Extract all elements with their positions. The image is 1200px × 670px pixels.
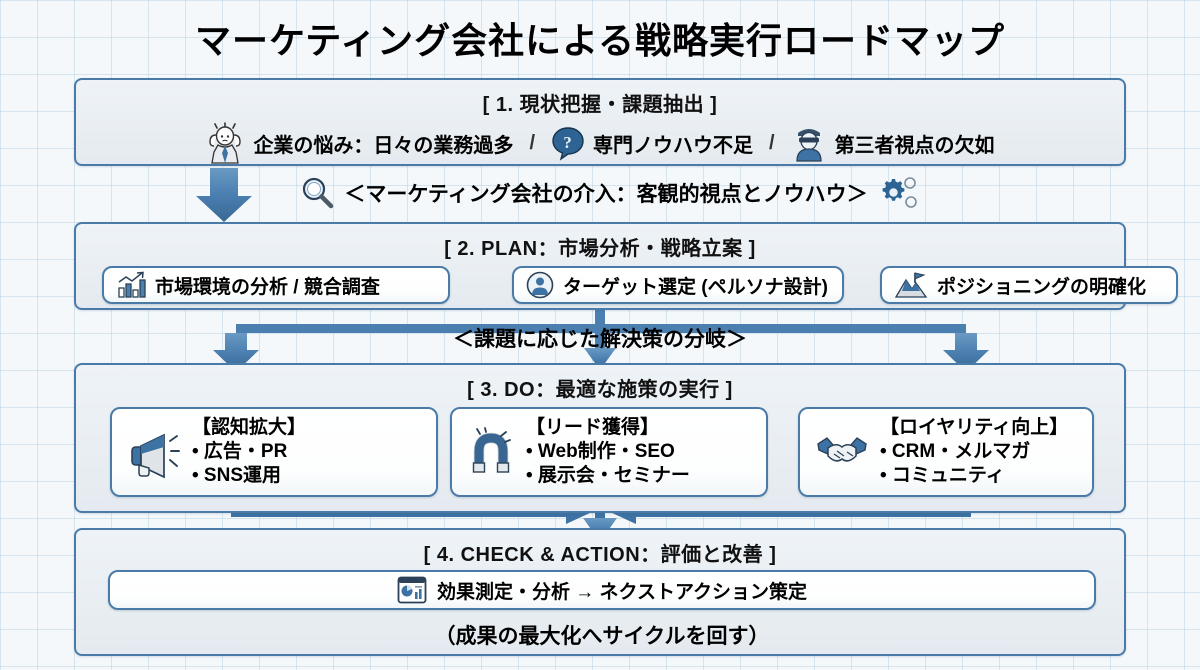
do-card-0-item-1: • SNS運用 (192, 465, 281, 487)
plan-card-target-selection[interactable]: ターゲット選定 (ペルソナ設計) (512, 266, 844, 304)
do-card-lead-generation[interactable]: 【リード獲得】 • Web制作・SEO • 展示会・セミナー (450, 407, 768, 497)
user-target-icon (526, 271, 554, 299)
svg-text:?: ? (563, 133, 572, 152)
page-title: マーケティング会社による戦略実行ロードマップ (194, 20, 1006, 61)
magnifier-icon (300, 176, 334, 210)
section-1-items-row: 企業の悩み：日々の業務過多 / ? 専門ノウハウ不足 / (76, 122, 1124, 164)
cycle-label: （成果の最大化へサイクルを回す） (434, 625, 770, 648)
megaphone-icon (126, 427, 182, 479)
section-1-heading: [ 1. 現状把握・課題抽出 ] (482, 94, 718, 116)
branch-label: ＜課題に応じた解決策の分岐＞ (453, 328, 747, 351)
mountain-flag-icon (894, 271, 928, 299)
cycle-band: （成果の最大化へサイクルを回す） (76, 618, 1128, 652)
question-bubble-icon: ? (551, 126, 585, 161)
section-3-heading: [ 3. DO：最適な施策の実行 ] (467, 379, 733, 401)
do-card-1-item-0: • Web制作・SEO (526, 440, 675, 462)
plan-card-2-label: ポジショニングの明確化 (937, 276, 1147, 298)
check-action-card-label: 効果測定・分析 → ネクストアクション策定 (436, 581, 808, 603)
do-card-loyalty-body: 【ロイヤリティ向上】 • CRM・メルマガ • コミュニティ (880, 416, 1068, 489)
section-4-panel: [ 4. CHECK & ACTION：評価と改善 ] 効果測定・分析 → ネク… (74, 528, 1126, 656)
plan-card-0-label: 市場環境の分析 / 競合調査 (155, 276, 380, 298)
section-1-item-0-label: 企業の悩み：日々の業務過多 (253, 134, 514, 157)
section-1-item-1-label: 専門ノウハウ不足 (593, 134, 753, 157)
section-2-heading: [ 2. PLAN：市場分析・戦略立案 ] (444, 238, 756, 260)
section-2-panel: [ 2. PLAN：市場分析・戦略立案 ] 市場環境の分析 / 競合調査 (74, 222, 1178, 310)
do-card-0-head: 【認知拡大】 (192, 416, 307, 438)
intervention-band: ＜マーケティング会社の介入：客観的視点とノウハウ＞ (250, 172, 970, 214)
do-card-awareness[interactable]: 【認知拡大】 • 広告・PR • SNS運用 (110, 407, 438, 497)
stressed-person-icon (205, 122, 245, 164)
check-action-card[interactable]: 効果測定・分析 → ネクストアクション策定 (108, 570, 1096, 610)
do-card-1-head: 【リード獲得】 (526, 416, 660, 438)
branch-band: ＜課題に応じた解決策の分岐＞ (400, 318, 800, 358)
arrow-section1-to-section2 (196, 168, 252, 222)
section-1-panel: [ 1. 現状把握・課題抽出 ] 企業の悩み：日々の業務過多 (74, 78, 1126, 166)
do-card-2-item-0: • CRM・メルマガ (880, 440, 1031, 462)
do-card-lead-body: 【リード獲得】 • Web制作・SEO • 展示会・セミナー (526, 416, 690, 489)
do-card-loyalty[interactable]: 【ロイヤリティ向上】 • CRM・メルマガ • コミュニティ (798, 407, 1094, 497)
section-4-heading: [ 4. CHECK & ACTION：評価と改善 ] (423, 544, 777, 566)
section-3-panel: [ 3. DO：最適な施策の実行 ] 【認知拡大】 • 広告・PR (74, 363, 1126, 513)
plan-card-positioning[interactable]: ポジショニングの明確化 (880, 266, 1178, 304)
magnet-icon (466, 427, 516, 477)
do-card-1-item-1: • 展示会・セミナー (526, 465, 690, 487)
spy-person-icon (791, 124, 827, 162)
do-card-awareness-body: 【認知拡大】 • 広告・PR • SNS運用 (192, 416, 306, 489)
section-1-item-2-label: 第三者視点の欠如 (834, 134, 995, 157)
do-card-0-item-0: • 広告・PR (192, 440, 288, 462)
do-card-2-item-1: • コミュニティ (880, 465, 1005, 487)
handshake-icon (814, 430, 870, 474)
section-1-separator-1: / (769, 131, 775, 154)
do-card-2-head: 【ロイヤリティ向上】 (880, 416, 1069, 438)
plan-card-1-label: ターゲット選定 (ペルソナ設計) (563, 276, 828, 298)
plan-card-market-analysis[interactable]: 市場環境の分析 / 競合調査 (102, 266, 450, 304)
section-1-separator-0: / (529, 131, 535, 154)
gears-icon (878, 175, 920, 211)
intervention-label: ＜マーケティング会社の介入：客観的視点とノウハウ＞ (344, 183, 868, 206)
bar-chart-growth-icon (116, 271, 146, 299)
dashboard-analytics-icon (397, 576, 427, 604)
